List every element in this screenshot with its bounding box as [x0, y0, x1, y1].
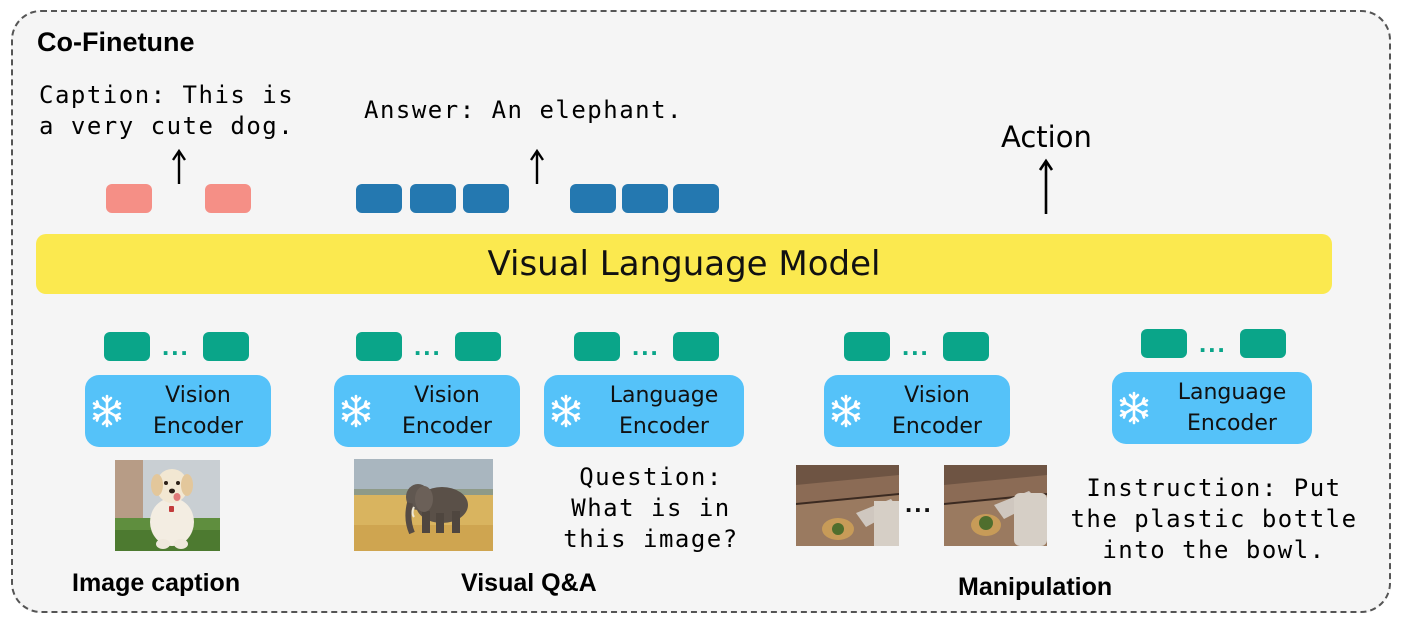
answer-arrow-icon [530, 148, 544, 184]
encoder-label: Language [609, 383, 719, 408]
token-ellipsis: ... [1199, 328, 1227, 358]
snowflake-icon [551, 394, 581, 428]
token-ellipsis: ... [902, 331, 930, 361]
encoder-label: Encoder [892, 414, 982, 439]
caption-token [106, 184, 152, 213]
snowflake-icon [341, 394, 371, 428]
instruction-line-2: the plastic bottle [1070, 505, 1358, 533]
answer-token [356, 184, 402, 213]
section-image-caption: Image caption [72, 569, 241, 597]
encoder-label: Vision [904, 383, 970, 408]
encoder-label: Language [1177, 380, 1287, 405]
question-input: Question: What is in this image? [558, 462, 744, 555]
input-token [1141, 329, 1187, 358]
question-line-1: Question: [579, 463, 723, 491]
question-line-2: What is in [571, 494, 731, 522]
input-token [1240, 329, 1286, 358]
input-token [455, 332, 501, 361]
encoder-label: Vision [414, 383, 480, 408]
caption-arrow-icon [172, 148, 186, 184]
input-token [943, 332, 989, 361]
encoder-label: Encoder [619, 414, 709, 439]
input-token [203, 332, 249, 361]
input-token [356, 332, 402, 361]
section-manipulation: Manipulation [958, 573, 1113, 601]
input-token [574, 332, 620, 361]
encoder-label: Encoder [1187, 411, 1277, 436]
answer-output: Answer: An elephant. [364, 96, 683, 124]
section-visual-qa: Visual Q&A [461, 569, 597, 597]
caption-output-line-1: Caption: This is [39, 81, 295, 109]
caption-output: Caption: This is a very cute dog. [39, 80, 294, 142]
encoder-label: Encoder [153, 414, 243, 439]
answer-token [463, 184, 509, 213]
snowflake-icon [1119, 391, 1149, 425]
frame-ellipsis: ... [905, 488, 933, 518]
dog-image [115, 460, 220, 551]
action-output: Action [1001, 120, 1092, 154]
robot-frame-image [944, 465, 1047, 546]
elephant-image [354, 459, 493, 551]
instruction-input: Instruction: Put the plastic bottle into t… [1055, 473, 1373, 566]
token-ellipsis: ... [414, 331, 442, 361]
answer-token [673, 184, 719, 213]
diagram-frame [11, 10, 1391, 613]
robot-frame-image [796, 465, 899, 546]
diagram-title: Co-Finetune [37, 27, 195, 57]
question-line-3: this image? [563, 525, 739, 553]
caption-output-line-2: a very cute dog. [39, 112, 295, 140]
caption-token [205, 184, 251, 213]
answer-token [410, 184, 456, 213]
model-label: Visual Language Model [487, 244, 881, 284]
token-ellipsis: ... [162, 331, 190, 361]
instruction-line-3: into the bowl. [1102, 536, 1326, 564]
token-ellipsis: ... [632, 331, 660, 361]
input-token [673, 332, 719, 361]
input-token [844, 332, 890, 361]
action-arrow-icon [1038, 158, 1054, 214]
instruction-line-1: Instruction: Put [1086, 474, 1342, 502]
snowflake-icon [831, 394, 861, 428]
input-token [104, 332, 150, 361]
visual-language-model: Visual Language Model [36, 234, 1332, 294]
snowflake-icon [92, 394, 122, 428]
encoder-label: Vision [165, 383, 231, 408]
answer-token [622, 184, 668, 213]
encoder-label: Encoder [402, 414, 492, 439]
answer-token [570, 184, 616, 213]
